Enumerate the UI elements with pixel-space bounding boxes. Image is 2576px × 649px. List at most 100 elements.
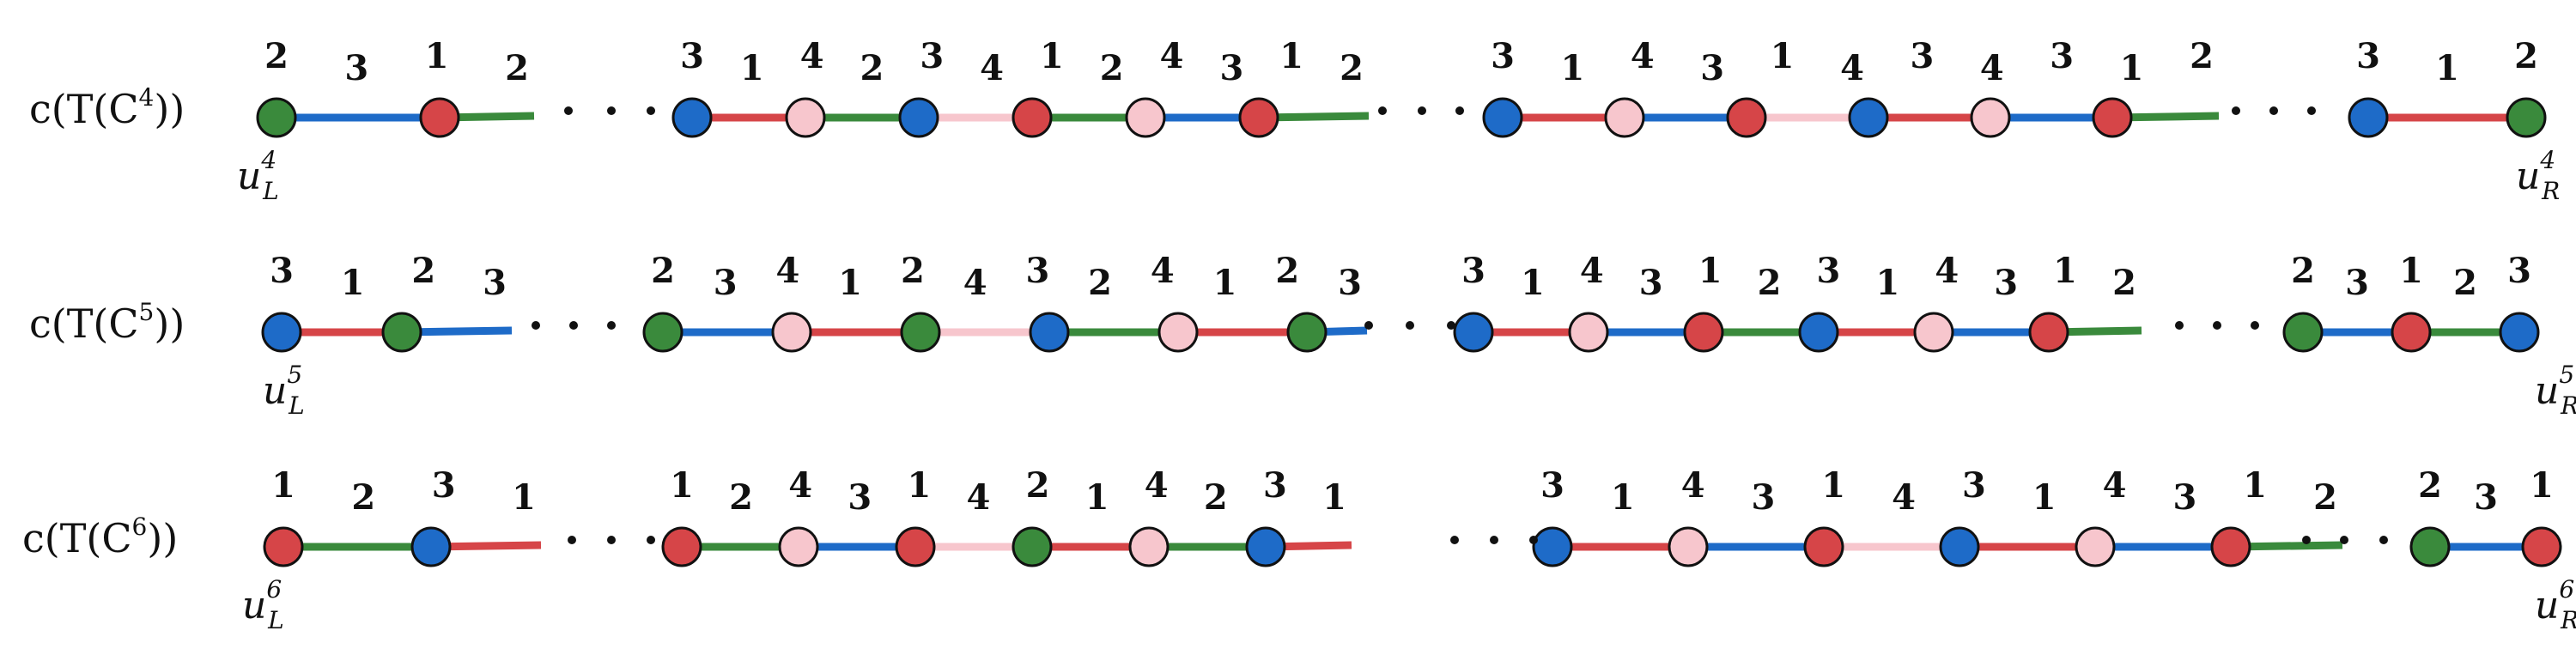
- node-color-3: [671, 97, 713, 138]
- ellipsis-dot: [2307, 106, 2316, 115]
- edge-label: 3: [1817, 251, 1841, 291]
- edge-label: 3: [344, 48, 368, 88]
- edge-label: 1: [2120, 48, 2144, 88]
- row-label-exponent: 6: [132, 513, 148, 541]
- ellipsis-dot: [2232, 106, 2240, 115]
- edge-label: 3: [270, 251, 294, 291]
- node-color-1: [1683, 312, 1724, 353]
- edge-label: 2: [505, 48, 529, 88]
- node-color-3: [410, 526, 452, 567]
- edge-label: 2: [411, 251, 435, 291]
- edge-label: 4: [1681, 465, 1705, 506]
- edge-label: 1: [1213, 263, 1237, 303]
- edge-label: 4: [980, 48, 1004, 88]
- edge-label: 1: [1322, 477, 1346, 518]
- ellipsis-dot: [1450, 536, 1459, 544]
- node-color-4: [785, 97, 826, 138]
- edge-label: 2: [1204, 477, 1228, 518]
- edge-label: 2: [2313, 477, 2337, 518]
- edge-label: 3: [848, 477, 872, 518]
- ellipsis-dot: [2175, 321, 2184, 330]
- nodes: [261, 312, 2540, 353]
- ellipsis-dot: [2379, 536, 2388, 544]
- edge-label: 3: [1910, 36, 1934, 76]
- ellipsis-dot: [1447, 321, 1455, 330]
- node-color-3: [1939, 526, 1980, 567]
- edge-label: 3: [1752, 477, 1776, 518]
- edge-label: 3: [1338, 263, 1362, 303]
- edge-label: 2: [2418, 465, 2442, 506]
- ellipsis-dot: [2213, 321, 2221, 330]
- edge-label: 1: [1611, 477, 1635, 518]
- ellipsis-dot: [1529, 536, 1538, 544]
- edge-label: 3: [1639, 263, 1663, 303]
- nodes: [256, 97, 2547, 138]
- edge-label: 3: [2356, 36, 2380, 76]
- row-label-exponent: 4: [139, 83, 155, 112]
- edge-label: 1: [670, 465, 694, 506]
- node-color-3: [1848, 97, 1889, 138]
- edges: [276, 112, 2526, 122]
- node-color-3: [2499, 312, 2540, 353]
- ellipsis-dot: [1490, 536, 1498, 544]
- edge-label: 1: [512, 477, 536, 518]
- ellipsis-dot: [1418, 106, 1426, 115]
- edge-label: 1: [1279, 36, 1303, 76]
- ellipsis-dot: [2302, 536, 2311, 544]
- row-label-exponent: 5: [139, 298, 155, 326]
- ellipsis-dot: [1406, 321, 1414, 330]
- node-color-2: [1012, 526, 1053, 567]
- node-color-1: [2028, 312, 2069, 353]
- ellipsis-dot: [568, 536, 576, 544]
- nodes: [263, 526, 2562, 567]
- node-color-4: [1125, 97, 1166, 138]
- edge-label: 1: [1040, 36, 1064, 76]
- node-color-4: [1604, 97, 1645, 138]
- node-color-4: [1128, 526, 1170, 567]
- node-color-2: [2506, 97, 2547, 138]
- ellipsis: [568, 536, 2388, 544]
- edge-label: 3: [1219, 48, 1243, 88]
- edge-label: 3: [1263, 465, 1287, 506]
- edge-label: 4: [1151, 251, 1175, 291]
- node-color-3: [898, 97, 939, 138]
- ellipsis: [564, 106, 2316, 115]
- node-color-1: [2391, 312, 2432, 353]
- node-color-4: [1913, 312, 1954, 353]
- edge-label: 1: [907, 465, 931, 506]
- ellipsis-dot: [2251, 321, 2259, 330]
- edge-label: 1: [2243, 465, 2267, 506]
- node-color-1: [661, 526, 702, 567]
- edge-label: 1: [2032, 477, 2057, 518]
- ellipsis-dot: [647, 536, 655, 544]
- node-color-4: [1568, 312, 1609, 353]
- edge-label: 3: [483, 263, 507, 303]
- edge-label: 3: [1025, 251, 1049, 291]
- edge-label: 3: [1994, 263, 2018, 303]
- ellipsis-dot: [564, 106, 573, 115]
- edge-label: 2: [2112, 263, 2136, 303]
- node-color-4: [1970, 97, 2011, 138]
- edge-label: 2: [2514, 36, 2538, 76]
- edge-label: 4: [1892, 477, 1916, 518]
- node-color-2: [642, 312, 683, 353]
- ellipsis-dot: [607, 321, 616, 330]
- edge-label: 3: [920, 36, 944, 76]
- node-color-3: [261, 312, 302, 353]
- edge-label: 1: [838, 263, 862, 303]
- edge-label: 4: [1580, 251, 1604, 291]
- node-color-4: [2075, 526, 2116, 567]
- edge-label: 1: [1875, 263, 1899, 303]
- ellipsis: [532, 321, 2259, 330]
- edge-label: 4: [1631, 36, 1655, 76]
